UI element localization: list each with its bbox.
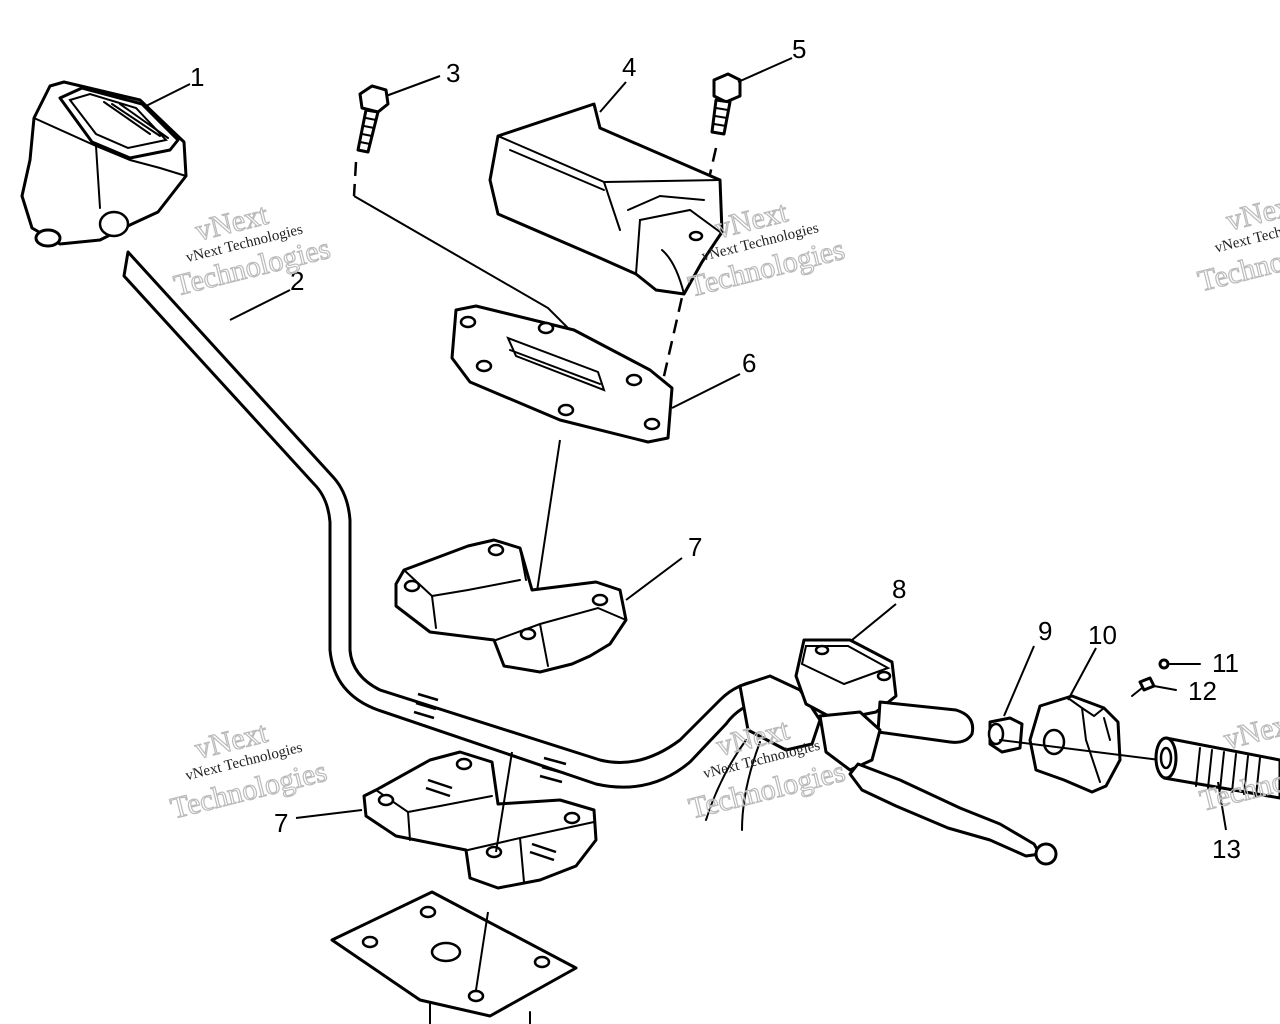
callout-3: 3	[446, 58, 460, 88]
grip	[1154, 736, 1280, 800]
left-switch-housing	[20, 80, 188, 248]
lower-riser-clamp	[362, 750, 598, 890]
callout-numbers: 1 2 3 4 5 6 7 7 8 9 10 11 12 13	[190, 34, 1241, 864]
screw-11	[1158, 658, 1201, 670]
callout-2: 2	[290, 266, 304, 296]
spacer	[987, 716, 1024, 754]
mounting-plate	[450, 304, 674, 625]
screw-12	[1131, 676, 1177, 697]
callout-13: 13	[1212, 834, 1241, 864]
callout-1: 1	[190, 62, 204, 92]
callout-6: 6	[742, 348, 756, 378]
upper-riser-clamp	[394, 538, 628, 674]
callout-7-upper: 7	[688, 532, 702, 562]
callout-11: 11	[1212, 648, 1239, 678]
callout-leaders	[145, 57, 1227, 831]
svg-text:vNext: vNext	[1220, 706, 1280, 756]
callout-12: 12	[1188, 676, 1217, 706]
watermark-top-left: vNext vNext Technologies Technologies	[170, 197, 334, 303]
callout-4: 4	[622, 52, 636, 82]
callout-5: 5	[792, 34, 806, 64]
callout-10: 10	[1088, 620, 1117, 650]
callout-7-lower: 7	[274, 808, 288, 838]
master-cylinder	[705, 638, 1058, 866]
base-plate	[330, 890, 578, 1024]
assembly-axis-line	[999, 739, 1161, 761]
watermark-bottom-left: vNext vNext Technologies Technologies	[167, 715, 331, 826]
watermark-top-right: vNext vNext Technologies Technologies	[1194, 187, 1280, 299]
callout-9: 9	[1038, 616, 1052, 646]
throttle-housing	[1028, 694, 1122, 794]
callout-8: 8	[892, 574, 906, 604]
upper-clamp-block	[488, 102, 724, 296]
